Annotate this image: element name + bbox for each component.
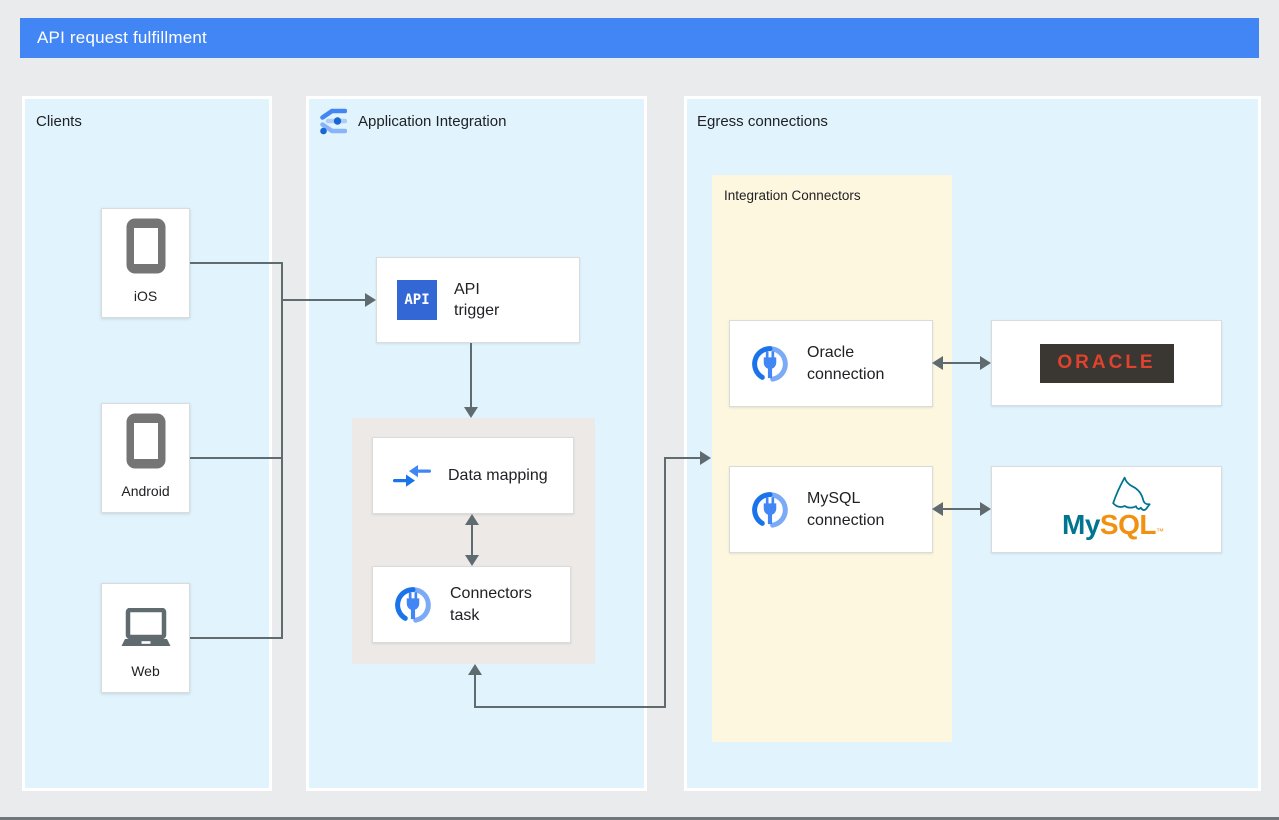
arrowhead-into-mysql-target (980, 502, 991, 516)
connector-elbow-segment (664, 457, 666, 708)
oracle-logo-text: ORACLE (1057, 352, 1156, 373)
arrowhead-into-api-trigger (365, 293, 376, 307)
connectors-task-node: Connectors task (372, 566, 571, 643)
mysql-trademark: ™ (1155, 527, 1164, 536)
mysql-logo: MySQL™ (992, 467, 1221, 552)
arrowhead-into-connectors-task (465, 555, 479, 566)
connector-line-to-api-trigger (283, 299, 366, 301)
oracle-connection-node: Oracle connection (729, 320, 933, 407)
diagram-title-banner: API request fulfillment (20, 18, 1259, 58)
client-label: Android (121, 483, 170, 499)
diagram-title: API request fulfillment (37, 28, 207, 47)
connector-line-merge (281, 262, 283, 639)
mysql-connection-node: MySQL connection (729, 466, 933, 553)
data-mapping-node: Data mapping (372, 437, 574, 514)
arrowhead-into-tasks-container (468, 664, 482, 675)
mysql-connection-label: MySQL connection (807, 490, 885, 529)
mysql-dolphin-icon (1112, 476, 1151, 511)
connector-plug-icon (395, 586, 431, 623)
mysql-wordmark-sql: SQL (1099, 509, 1157, 540)
connector-plug-icon (752, 345, 788, 382)
connector-line-web (190, 637, 283, 639)
client-label: iOS (133, 288, 158, 304)
connector-elbow-segment (474, 674, 476, 708)
connector-line-mapping-task (471, 523, 473, 557)
arrowhead-into-oracle-connection (932, 356, 943, 370)
api-trigger-node: API API trigger (376, 257, 580, 343)
laptop-icon (121, 608, 170, 646)
client-card-android: Android (101, 403, 190, 513)
arrowhead-into-data-mapping (465, 514, 479, 525)
client-card-web: Web (101, 583, 190, 693)
data-mapping-arrows-icon (393, 464, 431, 487)
connector-elbow-segment (666, 457, 701, 459)
integration-connectors-panel: Integration Connectors (712, 175, 952, 742)
oracle-target-node: ORACLE (991, 320, 1222, 406)
connector-elbow-segment (474, 706, 666, 708)
connector-line-android (190, 457, 283, 459)
data-mapping-label: Data mapping (448, 466, 548, 484)
oracle-logo: ORACLE (1039, 343, 1174, 383)
connector-plug-icon (752, 491, 788, 528)
connectors-task-label: Connectors task (450, 585, 532, 624)
api-trigger-label: API trigger (454, 280, 500, 319)
integration-connectors-title: Integration Connectors (724, 188, 861, 203)
smartphone-icon (126, 413, 165, 469)
mysql-wordmark: MySQL™ (1062, 509, 1164, 541)
oracle-connection-label: Oracle connection (807, 344, 885, 383)
client-card-ios: iOS (101, 208, 190, 318)
arrowhead-into-tasks (464, 407, 478, 418)
egress-panel-title: Egress connections (697, 113, 828, 130)
connector-line-trigger-to-tasks (470, 343, 472, 408)
api-badge-icon: API (397, 280, 437, 320)
arrowhead-into-mysql-connection (932, 502, 943, 516)
application-integration-icon (320, 108, 347, 135)
application-integration-title: Application Integration (358, 112, 507, 130)
connector-line-oracle (942, 362, 982, 364)
connector-line-ios (190, 262, 283, 264)
mysql-target-node: MySQL™ (991, 466, 1222, 553)
application-integration-header: Application Integration (315, 106, 506, 136)
client-label: Web (131, 663, 160, 679)
arrowhead-into-integration-connectors (700, 451, 711, 465)
clients-panel-title: Clients (36, 113, 82, 130)
connector-line-mysql (942, 508, 982, 510)
mysql-wordmark-my: My (1062, 509, 1100, 540)
smartphone-icon (126, 218, 165, 274)
arrowhead-into-oracle-target (980, 356, 991, 370)
screen-bottom-edge (0, 817, 1279, 820)
api-badge-text: API (404, 292, 430, 308)
